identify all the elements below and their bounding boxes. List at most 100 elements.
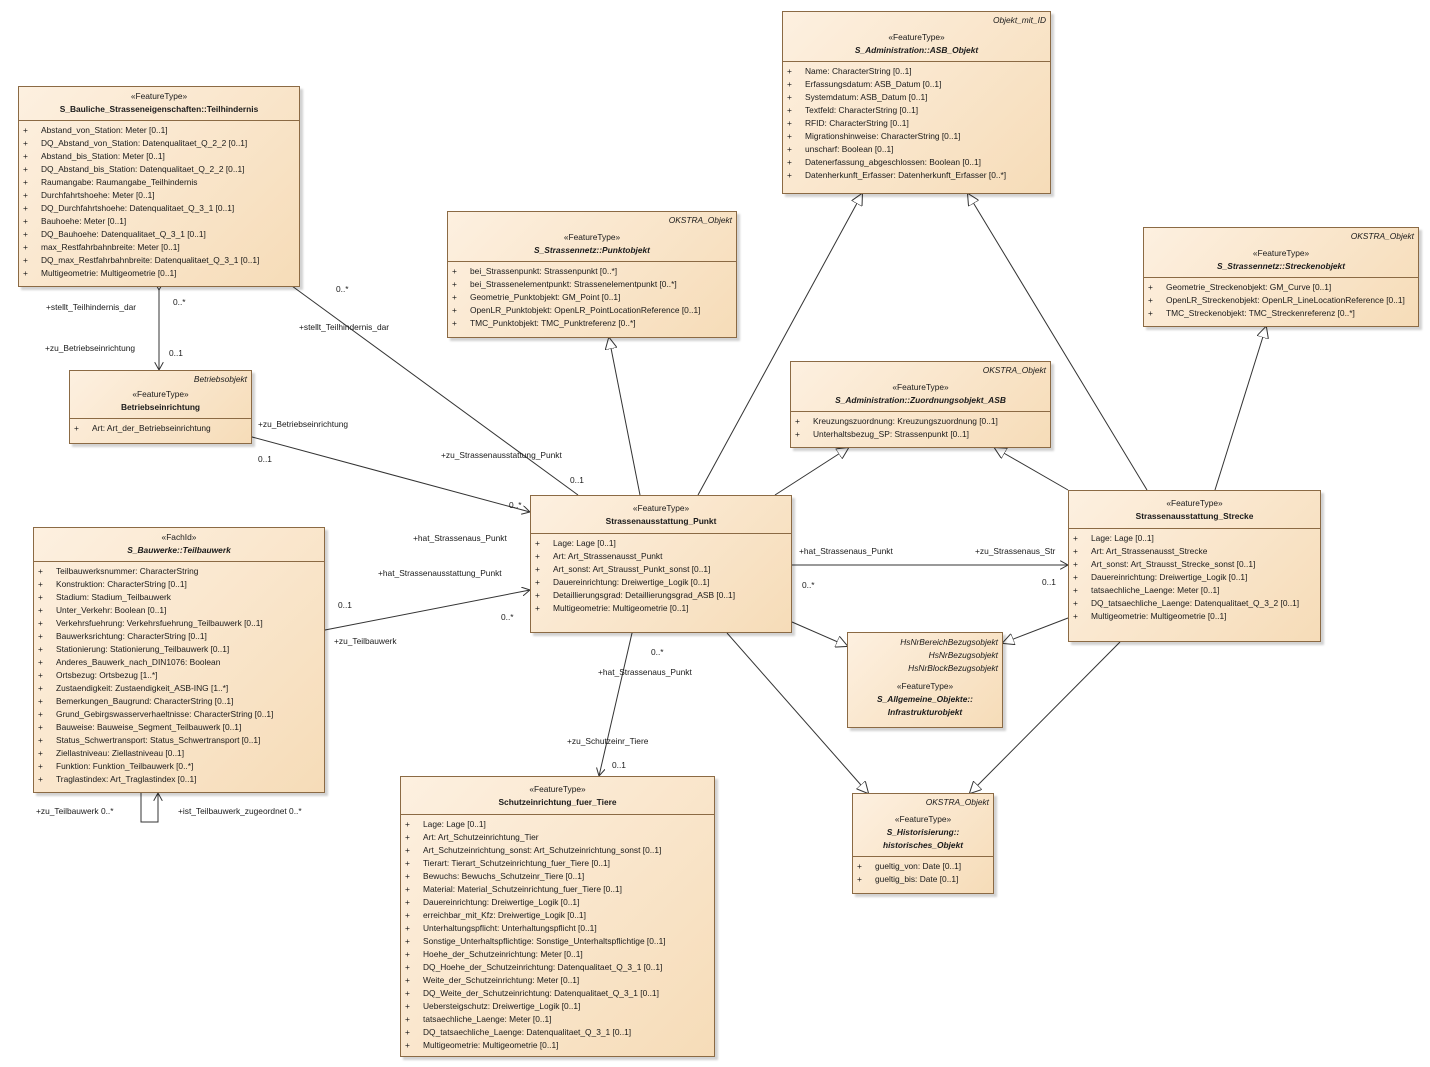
attribute-text: Lage: Lage [0..1] [1091,533,1154,543]
class-historisches-objekt[interactable]: OKSTRA_Objekt «FeatureType» S_Historisie… [852,793,994,894]
visibility-marker: + [23,138,28,148]
visibility-marker: + [857,861,862,871]
attribute-row: +Uebersteigschutz: Dreiwertige_Logik [0.… [405,1000,710,1013]
attribute-row: +RFID: CharacterString [0..1] [787,117,1046,130]
attribute-row: +Ortsbezug: Ortsbezug [1..*] [38,669,320,682]
attribute-text: Datenherkunft_Erfasser: Datenherkunft_Er… [805,170,1007,180]
visibility-marker: + [452,292,457,302]
visibility-marker: + [1073,546,1078,556]
stereotype-label: «FeatureType» [130,91,188,101]
attribute-text: Geometrie_Punktobjekt: GM_Point [0..1] [470,292,621,302]
class-header: Betriebsobjekt «FeatureType» Betriebsein… [70,371,251,419]
class-asb-objekt[interactable]: Objekt_mit_ID «FeatureType» S_Administra… [782,11,1051,194]
class-punktobjekt[interactable]: OKSTRA_Objekt «FeatureType» S_Strassenne… [447,211,737,338]
attribute-text: tatsaechliche_Laenge: Meter [0..1] [423,1014,552,1024]
attribute-text: Ortsbezug: Ortsbezug [1..*] [56,670,158,680]
attribute-text: DQ_Hoehe_der_Schutzeinrichtung: Datenqua… [423,962,663,972]
class-infrastrukturobjekt[interactable]: HsNrBereichBezugsobjekt HsNrBezugsobjekt… [847,632,1003,728]
visibility-marker: + [405,832,410,842]
multiplicity-label: 0..1 [169,348,183,358]
attribute-text: Abstand_bis_Station: Meter [0..1] [41,151,165,161]
visibility-marker: + [405,962,410,972]
class-name: S_Strassennetz::Punktobjekt [534,245,650,255]
class-name: S_Administration::Zuordnungsobjekt_ASB [835,395,1006,405]
visibility-marker: + [787,118,792,128]
multiplicity-label: 0..1 [612,760,626,770]
role-label: +zu_Teilbauwerk 0..* [36,806,114,816]
attribute-row: +DQ_Abstand_von_Station: Datenqualitaet_… [23,137,295,150]
attribute-text: gueltig_bis: Date [0..1] [875,874,959,884]
attribute-text: DQ_Weite_der_Schutzeinrichtung: Datenqua… [423,988,659,998]
role-label: +hat_Strassenausstattung_Punkt [378,568,502,578]
attribute-text: Hoehe_der_Schutzeinrichtung: Meter [0..1… [423,949,583,959]
attribute-text: unscharf: Boolean [0..1] [805,144,894,154]
multiplicity-label: 0..* [501,612,514,622]
class-zuordnungsobjekt[interactable]: OKSTRA_Objekt «FeatureType» S_Administra… [790,361,1051,448]
attribute-row: +Grund_Gebirgswasserverhaeltnisse: Chara… [38,708,320,721]
visibility-marker: + [535,538,540,548]
attribute-row: +unscharf: Boolean [0..1] [787,143,1046,156]
class-streckenobjekt[interactable]: OKSTRA_Objekt «FeatureType» S_Strassenne… [1143,227,1419,327]
attribute-row: +gueltig_bis: Date [0..1] [857,873,989,886]
attribute-text: Stationierung: Stationierung_Teilbauwerk… [56,644,230,654]
attribute-text: Ziellastniveau: Ziellastniveau [0..1] [56,748,185,758]
visibility-marker: + [405,910,410,920]
attribute-row: +Kreuzungszuordnung: Kreuzungszuordnung … [795,415,1046,428]
attribute-row: +Textfeld: CharacterString [0..1] [787,104,1046,117]
visibility-marker: + [405,858,410,868]
attribute-list: +Lage: Lage [0..1]+Art: Art_Strassenauss… [1069,529,1320,625]
attribute-text: Art: Art_der_Betriebseinrichtung [92,423,211,433]
attribute-text: bei_Strassenelementpunkt: Strassenelemen… [470,279,677,289]
attribute-row: +DQ_tatsaechliche_Laenge: Datenqualitaet… [1073,597,1316,610]
attribute-row: +Bauweise: Bauweise_Segment_Teilbauwerk … [38,721,320,734]
role-label: +zu_Strassenausstattung_Punkt [441,450,562,460]
attribute-text: Erfassungsdatum: ASB_Datum [0..1] [805,79,942,89]
attribute-row: +Funktion: Funktion_Teilbauwerk [0..*] [38,760,320,773]
attribute-text: Kreuzungszuordnung: Kreuzungszuordnung [… [813,416,998,426]
visibility-marker: + [405,923,410,933]
visibility-marker: + [38,683,43,693]
visibility-marker: + [1148,295,1153,305]
attribute-row: +OpenLR_Punktobjekt: OpenLR_PointLocatio… [452,304,732,317]
multiplicity-label: 0..1 [1042,577,1056,587]
attribute-text: Unterhaltsbezug_SP: Strassenpunkt [0..1] [813,429,969,439]
visibility-marker: + [23,268,28,278]
class-header: OKSTRA_Objekt «FeatureType» S_Strassenne… [448,212,736,262]
role-label: +hat_Strassenaus_Punkt [598,667,692,677]
visibility-marker: + [74,423,79,433]
attribute-text: Lage: Lage [0..1] [423,819,486,829]
multiplicity-label: 0..* [509,500,522,510]
class-betriebseinrichtung[interactable]: Betriebsobjekt «FeatureType» Betriebsein… [69,370,252,444]
attribute-list: +Lage: Lage [0..1]+Art: Art_Strassenauss… [531,534,791,617]
attribute-row: +gueltig_von: Date [0..1] [857,860,989,873]
attribute-row: +Teilbauwerksnummer: CharacterString [38,565,320,578]
class-header: «FeatureType» Schutzeinrichtung_fuer_Tie… [401,777,714,815]
attribute-text: Unter_Verkehr: Boolean [0..1] [56,605,167,615]
visibility-marker: + [38,696,43,706]
attribute-row: +tatsaechliche_Laenge: Meter [0..1] [1073,584,1316,597]
class-teilhindernis[interactable]: «FeatureType» S_Bauliche_Strasseneigensc… [18,86,300,287]
attribute-row: +Dauereinrichtung: Dreiwertige_Logik [0.… [1073,571,1316,584]
attribute-text: Dauereinrichtung: Dreiwertige_Logik [0..… [553,577,710,587]
attribute-row: +Abstand_bis_Station: Meter [0..1] [23,150,295,163]
attribute-row: +Dauereinrichtung: Dreiwertige_Logik [0.… [405,896,710,909]
attribute-row: +Lage: Lage [0..1] [535,537,787,550]
multiplicity-label: 0..* [651,647,664,657]
class-schutzeinrichtung-fuer-tiere[interactable]: «FeatureType» Schutzeinrichtung_fuer_Tie… [400,776,715,1057]
attribute-text: Bauhoehe: Meter [0..1] [41,216,127,226]
visibility-marker: + [1073,533,1078,543]
attribute-row: +Datenerfassung_abgeschlossen: Boolean [… [787,156,1046,169]
stereotype-label: «FeatureType» [132,389,189,399]
stereotype-label: «FeatureType» [529,784,586,794]
class-teilbauwerk[interactable]: «FachId» S_Bauwerke::Teilbauwerk +Teilba… [33,527,325,793]
visibility-marker: + [23,190,28,200]
class-strassenausstattung-strecke[interactable]: «FeatureType» Strassenausstattung_Streck… [1068,490,1321,642]
multiplicity-label: 0..* [336,284,349,294]
class-strassenausstattung-punkt[interactable]: «FeatureType» Strassenausstattung_Punkt … [530,495,792,633]
visibility-marker: + [405,936,410,946]
role-label: +zu_Teilbauwerk [334,636,397,646]
attribute-text: bei_Strassenpunkt: Strassenpunkt [0..*] [470,266,618,276]
attribute-row: +Bauwerksrichtung: CharacterString [0..1… [38,630,320,643]
visibility-marker: + [405,845,410,855]
